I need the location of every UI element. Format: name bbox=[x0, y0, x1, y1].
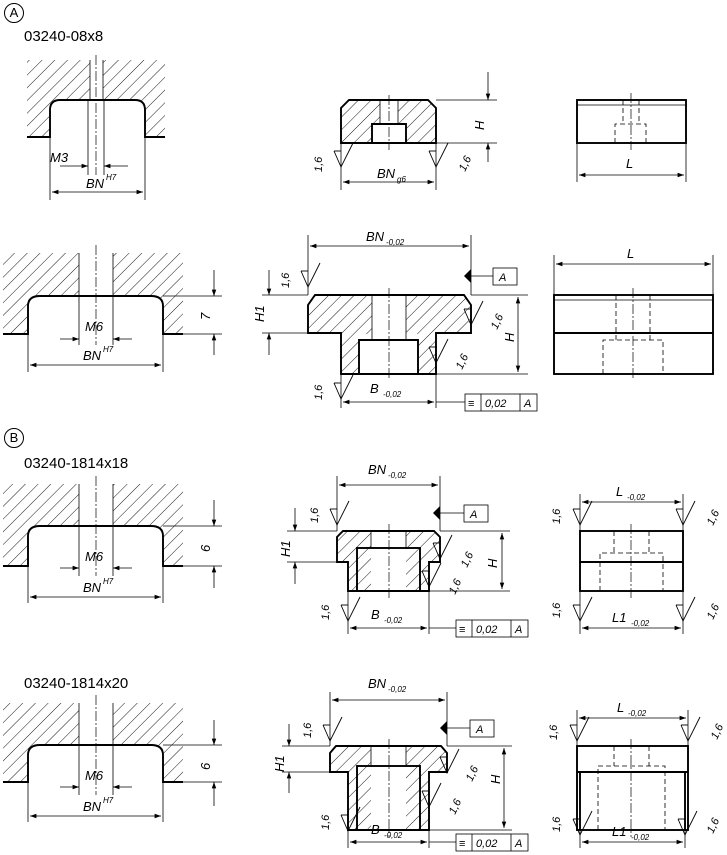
label-h-a: H bbox=[472, 120, 487, 130]
label-bn-b2: BN bbox=[83, 799, 102, 814]
tol-l-b2: -0,02 bbox=[628, 709, 647, 718]
label-bn-tol-b2: BN bbox=[368, 676, 387, 691]
sym-b1: ≡ bbox=[459, 624, 465, 636]
sym-a: ≡ bbox=[468, 398, 474, 410]
label-h1-a: H1 bbox=[252, 305, 267, 322]
tol-l1-b2: -0,02 bbox=[631, 833, 650, 842]
label-bn-tol-b1: BN bbox=[368, 462, 387, 477]
a-tslot-side bbox=[553, 255, 714, 380]
label-b-a: B bbox=[370, 381, 379, 396]
label-l1-b2: L1 bbox=[612, 824, 626, 839]
b2-slot-view bbox=[3, 695, 222, 822]
a-tslot-section bbox=[262, 235, 538, 412]
rough-a1: 1,6 bbox=[313, 156, 325, 172]
label-h7-b1: H7 bbox=[103, 577, 114, 586]
rough-b5: 1,6 bbox=[551, 508, 563, 524]
rough-b6: 1,6 bbox=[705, 508, 723, 528]
rough-a2: 1,6 bbox=[457, 154, 475, 174]
label-6-b2: 6 bbox=[198, 762, 213, 770]
rough-b1: 1,6 bbox=[309, 507, 321, 523]
tol-b-a: -0,02 bbox=[383, 390, 402, 399]
rough-b7: 1,6 bbox=[551, 602, 563, 618]
label-m3: M3 bbox=[50, 150, 69, 165]
part-number-b2: 03240-1814x20 bbox=[24, 675, 129, 692]
tol-b-b1: -0,02 bbox=[384, 616, 403, 625]
variant-b-marker: B bbox=[4, 428, 24, 448]
sym-val-a: 0,02 bbox=[485, 398, 506, 410]
rough-a5: 1,6 bbox=[454, 352, 472, 372]
a-nut-side bbox=[576, 93, 687, 182]
part-number-b1: 03240-1814x18 bbox=[24, 455, 129, 472]
label-7: 7 bbox=[198, 312, 213, 320]
rough-a3: 1,6 bbox=[280, 272, 292, 288]
label-h-a2: H bbox=[502, 332, 517, 342]
rough-b13: 1,6 bbox=[548, 724, 560, 740]
label-bn-a: BN bbox=[86, 176, 105, 191]
sym-b2: ≡ bbox=[459, 838, 465, 850]
rough-b12: 1,6 bbox=[320, 814, 332, 830]
b1-tslot-section bbox=[287, 476, 529, 638]
rough-b2: 1,6 bbox=[459, 550, 477, 570]
tol-bn-a: -0,02 bbox=[386, 238, 405, 247]
label-6-b1: 6 bbox=[198, 544, 213, 552]
label-l1-b1: L1 bbox=[612, 610, 626, 625]
tol-l-b1: -0,02 bbox=[627, 493, 646, 502]
sym-datum-b1: A bbox=[514, 624, 522, 636]
b1-tslot-side bbox=[572, 494, 696, 634]
a-slot-view bbox=[27, 55, 165, 200]
label-h1-b1: H1 bbox=[278, 540, 293, 557]
datum-b1: A bbox=[469, 509, 477, 521]
label-m6-a: M6 bbox=[85, 319, 104, 334]
rough-b15: 1,6 bbox=[551, 816, 563, 832]
label-l-b1: L bbox=[616, 484, 623, 499]
datum-b2: A bbox=[475, 724, 483, 736]
sym-datum-b2: A bbox=[514, 838, 522, 850]
rough-b10: 1,6 bbox=[464, 764, 482, 784]
label-bn-g6: BN bbox=[377, 166, 396, 181]
rough-b4: 1,6 bbox=[320, 604, 332, 620]
tol-l1-b1: -0,02 bbox=[631, 619, 650, 628]
a-nut-section bbox=[333, 72, 497, 190]
tol-bn-b2: -0,02 bbox=[388, 685, 407, 694]
label-h7-b2: H7 bbox=[103, 796, 114, 805]
label-l-a2: L bbox=[627, 246, 634, 261]
label-h7-a2: H7 bbox=[103, 345, 114, 354]
rough-b3: 1,6 bbox=[447, 577, 465, 597]
label-h7-a: H7 bbox=[106, 173, 117, 182]
label-g6: g6 bbox=[397, 175, 406, 184]
label-m6-b1: M6 bbox=[85, 549, 104, 564]
label-b-b2: B bbox=[371, 822, 380, 837]
label-h-b1: H bbox=[485, 558, 500, 568]
rough-a6: 1,6 bbox=[313, 384, 325, 400]
a-slot-view-m6 bbox=[3, 245, 222, 372]
sym-val-b1: 0,02 bbox=[476, 624, 497, 636]
label-bn-a2: BN bbox=[83, 348, 102, 363]
rough-b14: 1,6 bbox=[709, 722, 727, 742]
rough-b8: 1,6 bbox=[705, 602, 723, 622]
label-b-b1: B bbox=[371, 607, 380, 622]
label-l-a: L bbox=[626, 156, 633, 171]
rough-a4: 1,6 bbox=[489, 312, 507, 332]
tol-b-b2: -0,02 bbox=[384, 831, 403, 840]
rough-b11: 1,6 bbox=[447, 797, 465, 817]
part-number-a: 03240-08x8 bbox=[24, 28, 104, 45]
label-h-b2: H bbox=[488, 774, 503, 784]
rough-b9: 1,6 bbox=[302, 722, 314, 738]
datum-a: A bbox=[498, 272, 506, 284]
label-l-b2: L bbox=[617, 700, 624, 715]
b1-slot-view bbox=[3, 476, 222, 603]
sym-datum-a: A bbox=[523, 398, 531, 410]
sym-val-b2: 0,02 bbox=[476, 838, 497, 850]
rough-b16: 1,6 bbox=[705, 816, 723, 836]
b2-tslot-section bbox=[282, 692, 529, 852]
tol-bn-b1: -0,02 bbox=[388, 471, 407, 480]
variant-a-marker: A bbox=[4, 3, 24, 23]
label-bn-b1: BN bbox=[83, 580, 102, 595]
label-h1-b2: H1 bbox=[272, 755, 287, 772]
label-m6-b2: M6 bbox=[85, 768, 104, 783]
b2-tslot-side bbox=[569, 710, 701, 848]
label-bn-tol-a: BN bbox=[366, 229, 385, 244]
